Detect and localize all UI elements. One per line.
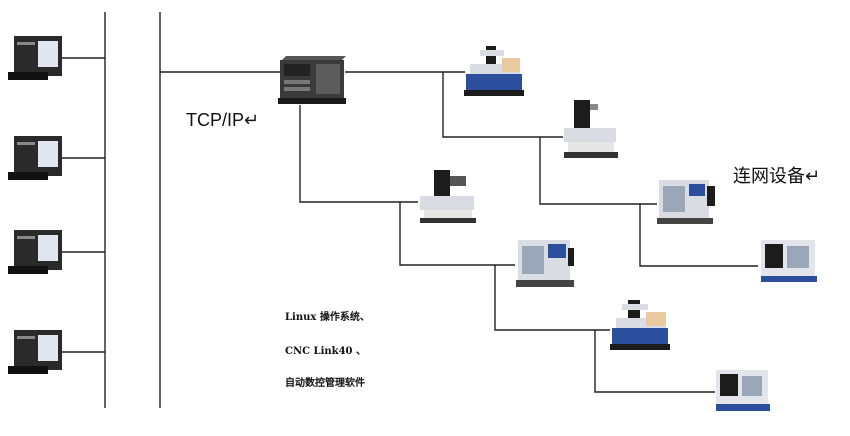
networked-devices-label: 连网设备↵ xyxy=(733,166,821,187)
terminal-icon xyxy=(8,36,62,80)
link-machine-6 xyxy=(399,202,515,266)
protocol-label: TCP/IP↵ xyxy=(186,110,260,130)
terminal-icon xyxy=(8,330,62,374)
cnc-machine-icon xyxy=(420,170,476,223)
link-machine-2 xyxy=(442,72,563,138)
link-machine-8 xyxy=(594,330,715,393)
cnc-machine-icon xyxy=(464,46,524,96)
terminal-icon xyxy=(8,230,62,274)
link-machine-5 xyxy=(299,105,418,203)
note-cnc-link: CNC Link40 、 xyxy=(285,346,366,357)
note-software: 自动数控管理软件 xyxy=(285,378,365,389)
note-os: Linux 操作系统、 xyxy=(285,312,370,323)
link-machine-4 xyxy=(639,204,758,267)
cnc-machine-icon xyxy=(610,300,670,350)
cnc-machine-icon xyxy=(716,370,770,411)
cnc-machine-icon xyxy=(657,180,715,224)
cnc-machine-icon xyxy=(516,240,574,287)
link-machine-7 xyxy=(494,265,610,331)
server-icon xyxy=(278,56,346,104)
cnc-machine-icon xyxy=(761,240,817,282)
cnc-machine-icon xyxy=(564,100,618,158)
terminal-icon xyxy=(8,136,62,180)
link-machine-3 xyxy=(539,137,657,205)
